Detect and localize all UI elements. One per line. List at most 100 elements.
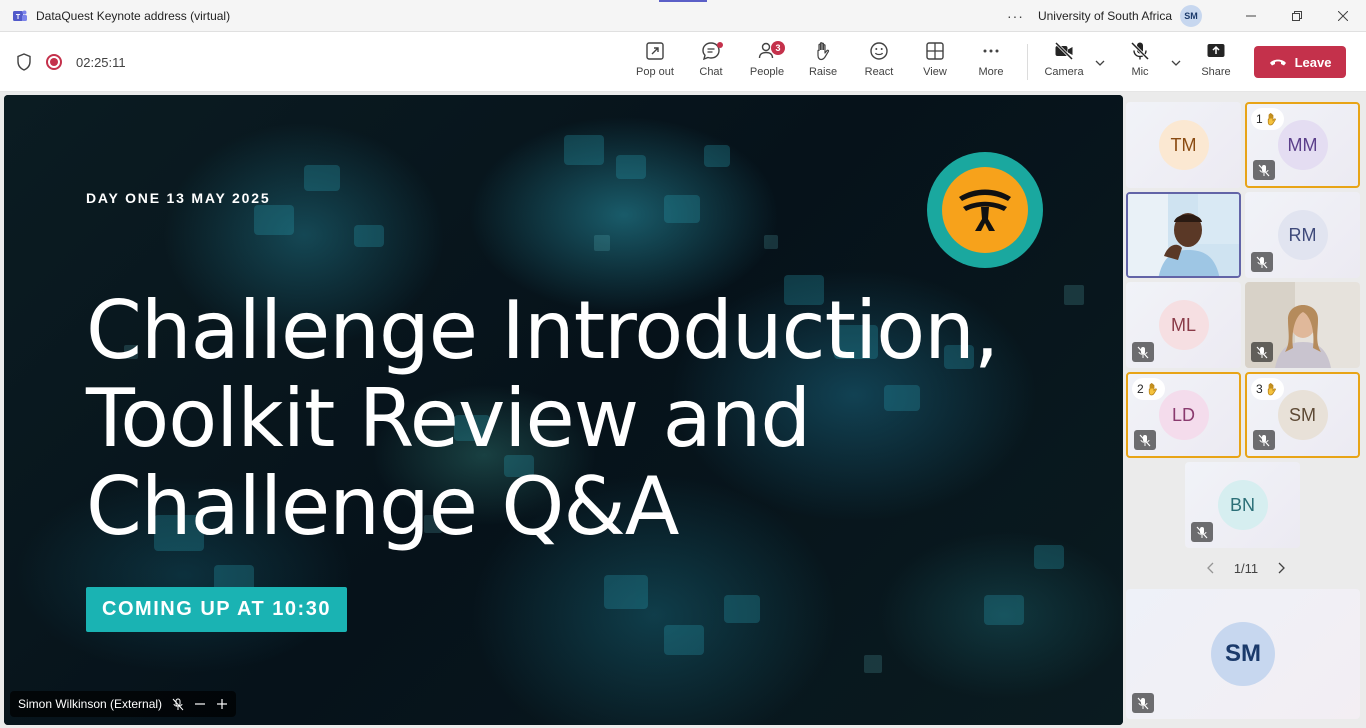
chevron-right-icon[interactable] [1276,562,1286,574]
people-icon [758,42,774,59]
more-options-button[interactable]: ··· [1006,8,1024,24]
raised-hand-badge: 3 [1251,378,1284,400]
raise-label: Raise [808,66,838,78]
meeting-timer: 02:25:11 [76,54,126,70]
chat-icon [702,42,720,61]
chat-label: Chat [699,66,723,78]
raised-hand-icon [1148,383,1157,396]
participant-avatar: MM [1277,120,1328,170]
muted-indicator [1251,252,1273,272]
mic-options-chevron-icon[interactable] [1170,57,1182,69]
chat-button[interactable]: Chat [683,40,739,86]
raise-hand-button[interactable]: Raise [795,40,851,86]
raised-hand-icon [1267,383,1276,396]
restore-button[interactable] [1274,0,1320,32]
participant-video-tile[interactable] [1126,192,1241,278]
meeting-toolbar: 02:25:11 Pop out Chat 3 People Raise Rea… [0,32,1366,92]
presenter-name: Simon Wilkinson (External) [18,697,163,711]
raised-hand-badge: 2 [1132,378,1165,400]
view-label: View [923,66,947,78]
organization-name[interactable]: University of South Africa [1037,9,1172,23]
participant-gallery: TM 1 MM RM ML [1126,95,1366,728]
share-label: Share [1201,66,1231,78]
muted-indicator [1132,693,1154,713]
smiley-icon [870,42,888,60]
view-button[interactable]: View [907,40,963,86]
slide-date: DAY ONE 13 MAY 2025 [86,190,271,206]
restore-icon [1292,11,1302,21]
hand-queue-number: 2 [1137,382,1144,396]
gallery-pager: 1/11 [1206,558,1286,578]
participant-tile-rm[interactable]: RM [1245,192,1360,278]
close-button[interactable] [1320,0,1366,32]
mic-label: Mic [1131,66,1149,78]
camera-options-chevron-icon[interactable] [1094,57,1106,69]
mic-off-icon [1137,346,1149,358]
muted-indicator [1253,160,1275,180]
muted-indicator [1191,522,1213,542]
share-icon [1207,44,1225,57]
more-label: More [978,66,1004,78]
user-avatar[interactable]: SM [1180,5,1202,27]
popout-label: Pop out [636,66,674,78]
hand-queue-number: 1 [1256,112,1263,126]
coming-up-banner: COMING UP AT 10:30 [86,587,347,632]
zoom-in-icon[interactable] [216,698,228,710]
participant-tile-tm[interactable]: TM [1126,102,1241,188]
more-actions-button[interactable]: More [963,40,1019,86]
people-button[interactable]: 3 People [739,40,795,86]
participant-video [1128,194,1239,276]
page-indicator: 1/11 [1233,560,1259,576]
camera-button[interactable]: Camera [1036,40,1092,86]
people-count-badge: 3 [771,41,785,55]
share-button[interactable]: Share [1188,40,1244,86]
participant-tile-bn[interactable]: BN [1185,462,1300,548]
svg-text:T: T [16,14,21,21]
camera-label: Camera [1044,66,1084,78]
self-avatar: SM [1211,622,1275,686]
headline-line-3: Challenge Q&A [86,460,679,553]
self-view-tile[interactable]: SM [1126,589,1360,719]
slide-background-pattern [124,135,1084,673]
leave-button[interactable]: Leave [1254,46,1346,78]
chat-unread-indicator [717,42,723,48]
participant-avatar: RM [1277,210,1328,260]
muted-indicator [1253,430,1275,450]
participant-avatar: TM [1158,120,1209,170]
zoom-out-icon[interactable] [194,698,206,710]
react-label: React [864,66,894,78]
mic-off-icon [1258,164,1270,176]
participant-avatar: SM [1277,390,1328,440]
window-title: DataQuest Keynote address (virtual) [36,8,231,23]
fnb-tree-logo [927,152,1043,268]
leave-label: Leave [1294,54,1332,70]
participant-avatar: BN [1217,480,1268,530]
shared-content-stage[interactable]: DAY ONE 13 MAY 2025 Challenge Introducti… [4,95,1123,725]
phone-hangup-icon [1269,59,1286,66]
react-button[interactable]: React [851,40,907,86]
headline-line-2: Toolkit Review and [86,372,811,465]
mic-off-icon [1256,346,1268,358]
participant-tile-ld[interactable]: 2 LD [1126,372,1241,458]
muted-indicator [1134,430,1156,450]
participant-video-tile[interactable] [1245,282,1360,368]
mic-button[interactable]: Mic [1112,40,1168,86]
participant-tile-ml[interactable]: ML [1126,282,1241,368]
tree-logo-icon [959,189,1011,231]
popout-button[interactable]: Pop out [627,40,683,86]
title-bar: T DataQuest Keynote address (virtual) ··… [0,0,1366,32]
presenter-nameplate: Simon Wilkinson (External) [10,691,237,717]
raised-hand-badge: 1 [1251,108,1284,130]
chevron-left-icon[interactable] [1206,562,1216,574]
mic-off-icon [172,698,184,710]
mic-off-icon [1137,697,1149,709]
shield-icon[interactable] [16,53,32,71]
teams-app-icon: T [13,10,27,21]
slide-headline: Challenge Introduction, Toolkit Review a… [86,284,999,553]
minimize-button[interactable] [1228,0,1274,32]
mic-off-icon [1130,41,1150,61]
people-label: People [749,66,785,78]
headline-line-1: Challenge Introduction, [86,284,999,377]
participant-tile-sm[interactable]: 3 SM [1245,372,1360,458]
participant-tile-mm[interactable]: 1 MM [1245,102,1360,188]
